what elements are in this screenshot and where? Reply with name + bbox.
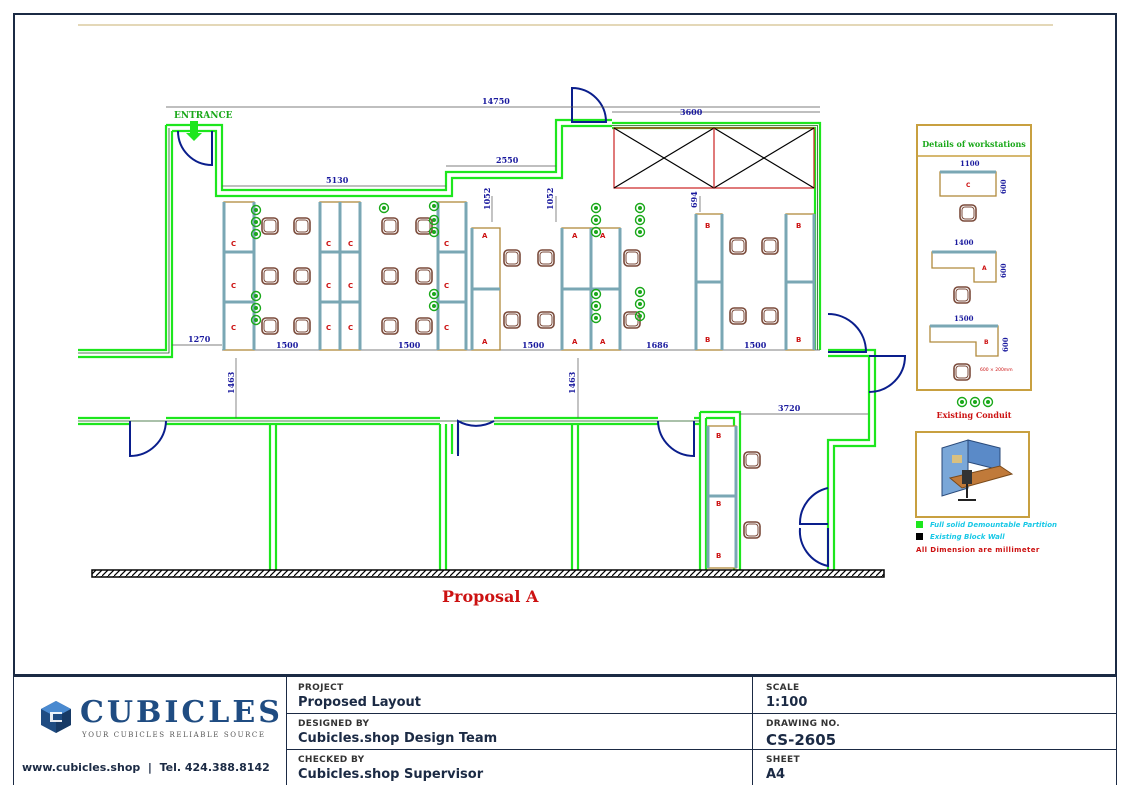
svg-text:C: C bbox=[326, 240, 331, 248]
svg-text:A: A bbox=[572, 338, 578, 346]
svg-text:A: A bbox=[982, 265, 987, 272]
dim-lower-right: 3720 bbox=[778, 403, 801, 413]
brand-block: CUBICLES YOUR CUBICLES RELIABLE SOURCE w… bbox=[14, 677, 286, 785]
dim-top-right: 3600 bbox=[680, 107, 703, 117]
conduit-label: Existing Conduit bbox=[936, 410, 1011, 420]
crossed-area bbox=[613, 127, 815, 189]
drawing-label: DRAWING NO. bbox=[766, 719, 840, 729]
checked-label: CHECKED BY bbox=[298, 755, 365, 765]
svg-text:1400: 1400 bbox=[954, 238, 974, 247]
svg-text:C: C bbox=[444, 240, 449, 248]
svg-text:C: C bbox=[444, 324, 449, 332]
dimension-labels: 14750 3600 2550 5130 1052 1052 694 1270 … bbox=[188, 96, 801, 413]
svg-text:B: B bbox=[716, 552, 721, 560]
legend-partition: Full solid Demountable Partition bbox=[930, 521, 1057, 529]
svg-text:1500: 1500 bbox=[954, 314, 974, 323]
svg-text:1100: 1100 bbox=[960, 159, 980, 168]
designed-value: Cubicles.shop Design Team bbox=[298, 731, 498, 746]
dim-b1: 1500 bbox=[276, 340, 299, 350]
svg-text:B: B bbox=[984, 339, 989, 346]
workstation-cluster-right: B B B B bbox=[694, 213, 816, 351]
dim-v1: 1052 bbox=[482, 188, 492, 210]
contact-info: www.cubicles.shop | Tel. 424.388.8142 bbox=[22, 761, 270, 774]
workstation-cluster-middle: A A A A A A bbox=[470, 227, 641, 351]
svg-text:C: C bbox=[231, 282, 236, 290]
svg-text:B: B bbox=[716, 500, 721, 508]
scale-label: SCALE bbox=[766, 683, 800, 693]
svg-text:A: A bbox=[600, 338, 606, 346]
floor-plan: ENTRANCE 14750 3600 2550 5130 1052 1052 … bbox=[78, 24, 1057, 606]
entrance-label: ENTRANCE bbox=[174, 111, 233, 121]
drawing-no-cell: DRAWING NO. CS-2605 bbox=[766, 719, 840, 749]
dim-overall: 14750 bbox=[482, 96, 510, 106]
svg-text:C: C bbox=[326, 282, 331, 290]
svg-text:C: C bbox=[348, 282, 353, 290]
details-title: Details of workstations bbox=[922, 139, 1026, 149]
existing-block-wall bbox=[91, 569, 885, 578]
dim-left-gap: 1270 bbox=[188, 334, 211, 344]
dim-mid-top: 2550 bbox=[496, 155, 519, 165]
doors bbox=[129, 86, 907, 568]
svg-text:B: B bbox=[705, 222, 710, 230]
svg-text:C: C bbox=[326, 324, 331, 332]
dim-b2: 1500 bbox=[398, 340, 421, 350]
sheet-label: SHEET bbox=[766, 755, 800, 765]
drawing-value: CS-2605 bbox=[766, 731, 837, 749]
scale-cell: SCALE 1:100 bbox=[766, 683, 807, 710]
svg-text:600: 600 bbox=[1001, 337, 1010, 352]
cubicle-illustration bbox=[915, 431, 1030, 518]
project-value: Proposed Layout bbox=[298, 695, 422, 710]
dim-b5: 1500 bbox=[744, 340, 767, 350]
svg-text:A: A bbox=[482, 338, 488, 346]
svg-text:A: A bbox=[600, 232, 606, 240]
legend-note: All Dimension are millimeter bbox=[916, 546, 1040, 554]
project-label: PROJECT bbox=[298, 683, 344, 693]
svg-text:B: B bbox=[796, 336, 801, 344]
dim-b3: 1500 bbox=[522, 340, 545, 350]
svg-text:B: B bbox=[716, 432, 721, 440]
dim-v3: 694 bbox=[689, 191, 699, 208]
svg-text:A: A bbox=[572, 232, 578, 240]
workstation-cluster-left: C C C C C C C C C C C C bbox=[222, 201, 468, 351]
svg-text:C: C bbox=[231, 324, 236, 332]
designed-cell: DESIGNED BY Cubicles.shop Design Team bbox=[298, 719, 497, 746]
brand-tagline: YOUR CUBICLES RELIABLE SOURCE bbox=[82, 731, 266, 739]
svg-text:C: C bbox=[966, 182, 971, 189]
svg-text:600 × 200mm: 600 × 200mm bbox=[980, 367, 1013, 373]
title-block: CUBICLES YOUR CUBICLES RELIABLE SOURCE w… bbox=[14, 674, 1116, 785]
cube-logo-icon bbox=[41, 701, 71, 733]
dim-corr2: 1463 bbox=[567, 371, 577, 394]
svg-text:600: 600 bbox=[999, 179, 1008, 194]
sheet-value: A4 bbox=[766, 767, 786, 782]
brand-name: CUBICLES bbox=[80, 695, 283, 730]
svg-text:C: C bbox=[444, 282, 449, 290]
svg-text:B: B bbox=[705, 336, 710, 344]
legend-items: Full solid Demountable Partition Existin… bbox=[916, 521, 1057, 554]
svg-text:C: C bbox=[348, 240, 353, 248]
plan-caption: Proposal A bbox=[442, 587, 539, 606]
svg-text:C: C bbox=[348, 324, 353, 332]
svg-text:C: C bbox=[231, 240, 236, 248]
conduit-legend: Existing Conduit bbox=[936, 396, 1012, 420]
checked-cell: CHECKED BY Cubicles.shop Supervisor bbox=[298, 755, 483, 782]
scale-value: 1:100 bbox=[766, 695, 808, 710]
project-cell: PROJECT Proposed Layout bbox=[298, 683, 421, 710]
svg-text:600: 600 bbox=[999, 263, 1008, 278]
sheet-cell: SHEET A4 bbox=[766, 755, 800, 782]
svg-text:B: B bbox=[796, 222, 801, 230]
designed-label: DESIGNED BY bbox=[298, 719, 370, 729]
workstation-cluster-lower: B B B bbox=[706, 425, 761, 569]
dim-v2: 1052 bbox=[545, 188, 555, 210]
dim-corr1: 1463 bbox=[226, 371, 236, 394]
dim-b4: 1686 bbox=[646, 340, 669, 350]
checked-value: Cubicles.shop Supervisor bbox=[298, 767, 484, 782]
dimension-lines bbox=[166, 106, 868, 418]
svg-text:A: A bbox=[482, 232, 488, 240]
entrance-marker: ENTRANCE bbox=[174, 111, 233, 141]
dim-left-run: 5130 bbox=[326, 175, 349, 185]
legend-wall: Existing Block Wall bbox=[930, 533, 1005, 541]
workstation-details-legend: Details of workstations 1100 600 C 1400 … bbox=[916, 124, 1032, 391]
